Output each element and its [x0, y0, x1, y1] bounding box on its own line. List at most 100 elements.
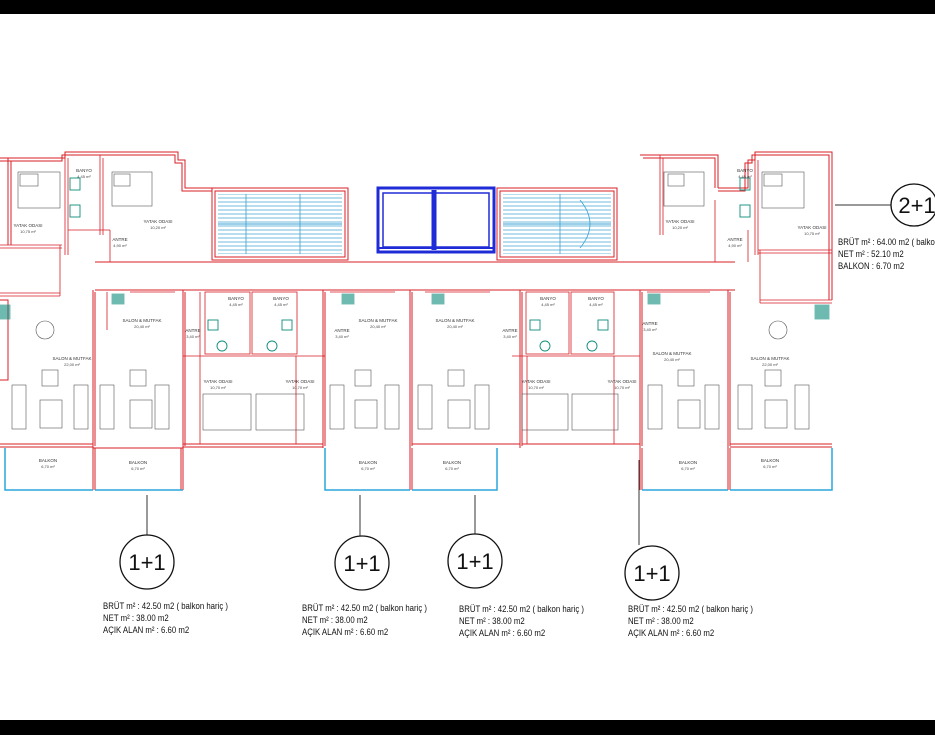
svg-text:BANYO: BANYO — [273, 296, 289, 301]
svg-text:ANTRE: ANTRE — [334, 328, 349, 333]
svg-text:ANTRE: ANTRE — [727, 237, 742, 242]
spec-row: NET m² : 38.00 m2 — [459, 616, 525, 627]
unit-bubble-a: 1+1 — [119, 534, 175, 590]
svg-text:SALON & MUTFAK: SALON & MUTFAK — [358, 318, 397, 323]
svg-text:BANYO: BANYO — [540, 296, 556, 301]
svg-text:ANTRE: ANTRE — [502, 328, 517, 333]
spec-row: BALKON : 6.70 m2 — [838, 261, 905, 272]
unit-specs-d: BRÜT m² : 42.50 m2 ( balkon hariç ) NET … — [628, 604, 753, 640]
room-labels: BANYO 4,45 m² YATAK ODASI 10,75 m² YATAK… — [13, 168, 826, 471]
svg-text:4,45 m²: 4,45 m² — [229, 302, 243, 307]
interior-walls — [0, 155, 832, 444]
elevator-core — [376, 186, 496, 254]
svg-text:SALON & MUTFAK: SALON & MUTFAK — [750, 356, 789, 361]
svg-text:22,00 m²: 22,00 m² — [762, 362, 778, 367]
unit-bubble-2plus1: 2+1 — [890, 183, 935, 227]
spec-row: AÇIK ALAN m² : 6.60 m2 — [628, 628, 715, 639]
svg-text:BALKON: BALKON — [359, 460, 377, 465]
svg-text:2+1: 2+1 — [898, 193, 935, 218]
exterior-walls — [0, 151, 833, 490]
furniture — [11, 171, 810, 431]
svg-text:10,70 m²: 10,70 m² — [614, 385, 630, 390]
svg-text:YATAK ODASI: YATAK ODASI — [13, 223, 42, 228]
leader-lines — [146, 204, 892, 545]
unit-bubble-b: 1+1 — [334, 535, 390, 591]
spec-row: NET m² : 38.00 m2 — [103, 613, 169, 624]
svg-text:BALKON: BALKON — [679, 460, 697, 465]
spec-row: NET m² : 38.00 m2 — [302, 615, 368, 626]
spec-row: AÇIK ALAN m² : 6.60 m2 — [103, 625, 190, 636]
spec-row: AÇIK ALAN m² : 6.60 m2 — [302, 627, 389, 638]
svg-text:YATAK ODASI: YATAK ODASI — [143, 219, 172, 224]
unit-specs-a: BRÜT m² : 42.50 m2 ( balkon hariç ) NET … — [103, 601, 228, 637]
svg-text:4,45 m²: 4,45 m² — [589, 302, 603, 307]
svg-text:BANYO: BANYO — [588, 296, 604, 301]
unit-specs-c: BRÜT m² : 42.50 m2 ( balkon hariç ) NET … — [459, 604, 584, 640]
svg-text:6,70 m²: 6,70 m² — [131, 466, 145, 471]
svg-text:SALON & MUTFAK: SALON & MUTFAK — [52, 356, 91, 361]
svg-text:BANYO: BANYO — [228, 296, 244, 301]
svg-text:10,70 m²: 10,70 m² — [210, 385, 226, 390]
svg-text:4,90 m²: 4,90 m² — [728, 243, 742, 248]
svg-text:22,00 m²: 22,00 m² — [64, 362, 80, 367]
svg-text:1+1: 1+1 — [456, 549, 493, 574]
svg-text:4,45 m²: 4,45 m² — [738, 174, 752, 179]
svg-text:BANYO: BANYO — [76, 168, 92, 173]
svg-text:20,40 m²: 20,40 m² — [370, 324, 386, 329]
svg-text:YATAK ODASI: YATAK ODASI — [521, 379, 550, 384]
svg-text:ANTRE: ANTRE — [642, 321, 657, 326]
spec-row: BRÜT m² : 42.50 m2 ( balkon hariç ) — [302, 603, 427, 614]
svg-text:BALKON: BALKON — [39, 458, 57, 463]
svg-text:10,75 m²: 10,75 m² — [804, 231, 820, 236]
spec-row: BRÜT m² : 64.00 m2 ( balkon — [838, 237, 935, 248]
svg-text:3,40 m²: 3,40 m² — [335, 334, 349, 339]
spec-row: BRÜT m² : 42.50 m2 ( balkon hariç ) — [103, 601, 228, 612]
svg-text:10,70 m²: 10,70 m² — [292, 385, 308, 390]
bottom-letterbox — [0, 720, 935, 735]
svg-text:4,45 m²: 4,45 m² — [541, 302, 555, 307]
balconies — [4, 448, 833, 491]
svg-text:10,75 m²: 10,75 m² — [20, 229, 36, 234]
svg-text:3,40 m²: 3,40 m² — [186, 334, 200, 339]
svg-text:BALKON: BALKON — [761, 458, 779, 463]
svg-text:4,45 m²: 4,45 m² — [77, 174, 91, 179]
spec-row: NET m² : 38.00 m2 — [628, 616, 694, 627]
svg-text:BANYO: BANYO — [737, 168, 753, 173]
svg-text:20,40 m²: 20,40 m² — [664, 357, 680, 362]
unit-bubble-c: 1+1 — [447, 533, 503, 589]
svg-text:6,70 m²: 6,70 m² — [681, 466, 695, 471]
svg-text:YATAK ODASI: YATAK ODASI — [797, 225, 826, 230]
svg-text:20,40 m²: 20,40 m² — [134, 324, 150, 329]
svg-text:6,70 m²: 6,70 m² — [445, 466, 459, 471]
right-stair — [503, 194, 611, 254]
svg-text:YATAK ODASI: YATAK ODASI — [665, 219, 694, 224]
floor-plan-sheet: BANYO 4,45 m² YATAK ODASI 10,75 m² YATAK… — [0, 14, 935, 720]
svg-text:10,20 m²: 10,20 m² — [150, 225, 166, 230]
svg-text:ANTRE: ANTRE — [185, 328, 200, 333]
unit-specs-b: BRÜT m² : 42.50 m2 ( balkon hariç ) NET … — [302, 603, 427, 639]
svg-text:1+1: 1+1 — [633, 561, 670, 586]
svg-text:20,40 m²: 20,40 m² — [447, 324, 463, 329]
svg-text:6,70 m²: 6,70 m² — [763, 464, 777, 469]
svg-text:YATAK ODASI: YATAK ODASI — [607, 379, 636, 384]
fixtures — [0, 177, 830, 352]
svg-text:10,20 m²: 10,20 m² — [672, 225, 688, 230]
svg-text:SALON & MUTFAK: SALON & MUTFAK — [435, 318, 474, 323]
spec-row: NET m² : 52.10 m2 — [838, 249, 904, 260]
unit-bubble-d: 1+1 — [624, 545, 680, 601]
svg-text:ANTRE: ANTRE — [112, 237, 127, 242]
floor-plan-drawing: BANYO 4,45 m² YATAK ODASI 10,75 m² YATAK… — [0, 151, 935, 601]
svg-text:3,40 m²: 3,40 m² — [503, 334, 517, 339]
svg-text:4,45 m²: 4,45 m² — [274, 302, 288, 307]
top-letterbox — [0, 0, 935, 14]
spec-row: BRÜT m² : 42.50 m2 ( balkon hariç ) — [628, 604, 753, 615]
svg-text:6,70 m²: 6,70 m² — [361, 466, 375, 471]
svg-text:YATAK ODASI: YATAK ODASI — [203, 379, 232, 384]
svg-text:3,40 m²: 3,40 m² — [643, 327, 657, 332]
svg-text:10,70 m²: 10,70 m² — [528, 385, 544, 390]
svg-text:4,90 m²: 4,90 m² — [113, 243, 127, 248]
svg-text:1+1: 1+1 — [343, 551, 380, 576]
svg-text:SALON & MUTFAK: SALON & MUTFAK — [652, 351, 691, 356]
svg-text:SALON & MUTFAK: SALON & MUTFAK — [122, 318, 161, 323]
svg-text:1+1: 1+1 — [128, 550, 165, 575]
